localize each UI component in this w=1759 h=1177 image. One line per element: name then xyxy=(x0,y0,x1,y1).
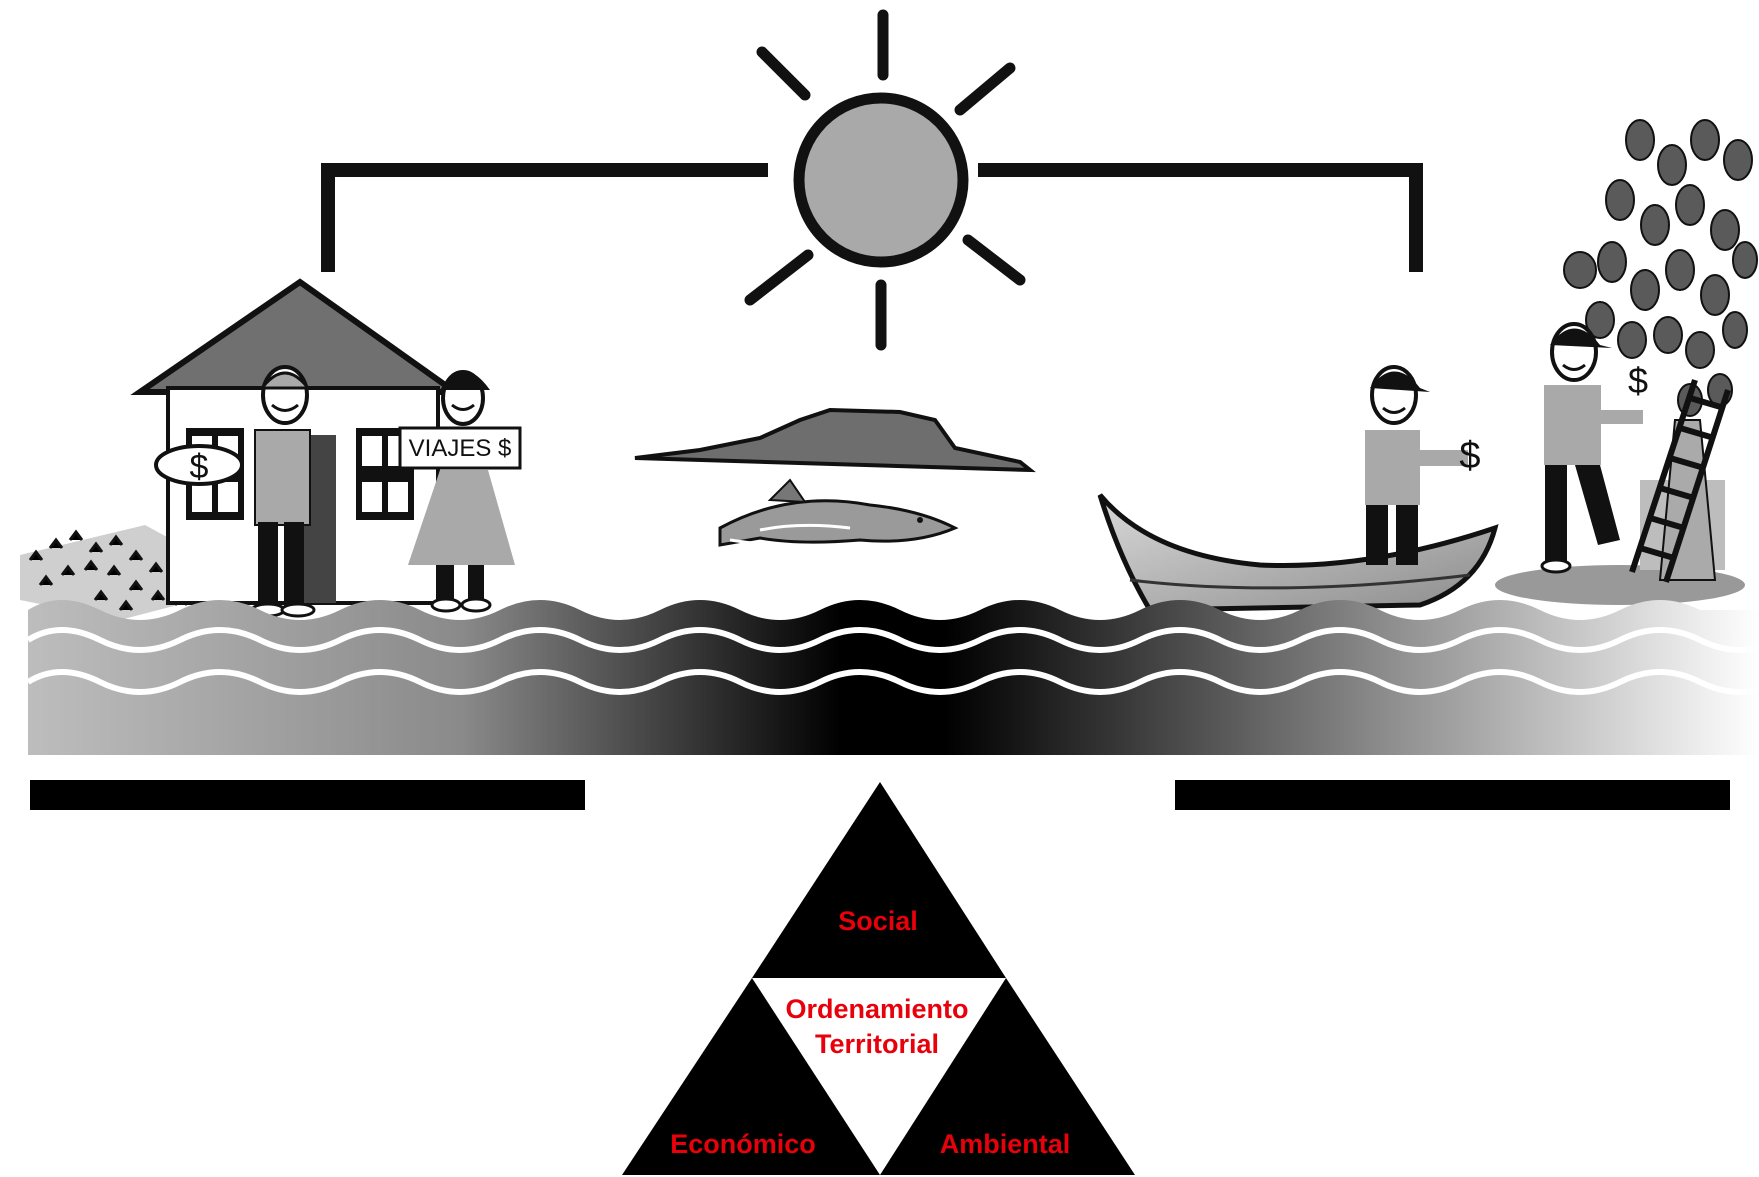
farmer-figure: $ xyxy=(1542,324,1648,572)
fisherman-figure: $ xyxy=(1365,367,1481,565)
triangle-social xyxy=(752,782,1006,978)
house-money-label: $ xyxy=(190,448,209,486)
left-balance-beam xyxy=(30,780,585,810)
island-icon xyxy=(635,410,1030,470)
label-ambiental: Ambiental xyxy=(940,1129,1071,1159)
farmer-money-label: $ xyxy=(1628,360,1648,401)
land-water-band xyxy=(28,600,1759,755)
boat-icon xyxy=(1100,495,1495,610)
label-social: Social xyxy=(838,906,918,936)
fruit-tree-icon xyxy=(1495,120,1757,605)
fisher-money-label: $ xyxy=(1459,435,1480,477)
right-balance-beam xyxy=(1175,780,1730,810)
label-economico: Económico xyxy=(670,1129,816,1159)
dolphin-icon xyxy=(720,480,955,546)
label-territorial: Territorial xyxy=(815,1029,939,1059)
sustainability-triangle: Social Ordenamiento Territorial Económic… xyxy=(622,782,1135,1175)
label-ordenamiento: Ordenamiento xyxy=(785,994,968,1024)
sun-icon xyxy=(750,15,1020,345)
travel-sign-label: VIAJES $ xyxy=(409,435,512,462)
